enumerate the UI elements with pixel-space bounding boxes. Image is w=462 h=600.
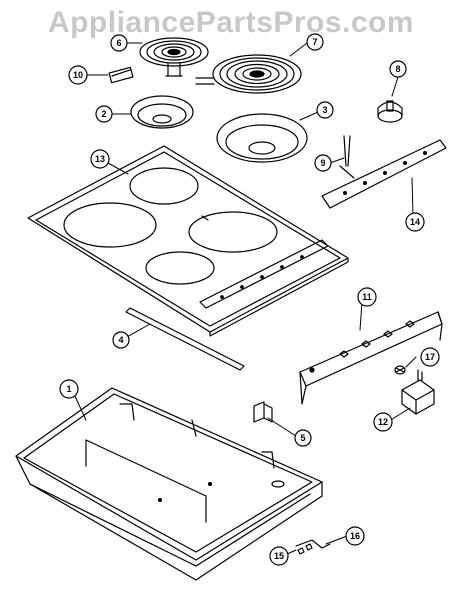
svg-text:10: 10 <box>73 70 83 80</box>
callout-8: 8 <box>389 60 407 78</box>
callout-15: 15 <box>269 546 289 566</box>
svg-text:8: 8 <box>395 64 400 74</box>
callout-11: 11 <box>357 287 377 307</box>
svg-text:7: 7 <box>312 37 317 47</box>
mounting-bracket <box>253 401 273 423</box>
svg-text:3: 3 <box>322 105 327 115</box>
callout-1: 1 <box>59 379 79 399</box>
callout-10: 10 <box>68 65 88 85</box>
svg-text:12: 12 <box>378 417 388 427</box>
large-coil-element <box>195 54 302 94</box>
svg-text:17: 17 <box>425 352 435 362</box>
svg-text:1: 1 <box>66 384 71 394</box>
wire-harness <box>295 539 331 555</box>
callout-5: 5 <box>294 429 312 447</box>
svg-text:5: 5 <box>300 433 305 443</box>
terminal-block <box>108 66 134 84</box>
svg-text:11: 11 <box>362 292 372 302</box>
control-knob <box>377 100 403 123</box>
callout-7: 7 <box>306 33 324 51</box>
control-panel-strip <box>321 139 447 209</box>
knob-spring <box>394 365 406 375</box>
svg-text:6: 6 <box>116 38 121 48</box>
control-bracket <box>299 311 443 405</box>
infinite-switch <box>401 369 435 415</box>
svg-text:4: 4 <box>118 335 123 345</box>
callout-6: 6 <box>110 34 128 52</box>
large-drip-bowl <box>216 113 308 163</box>
trim-strip <box>125 307 245 371</box>
callout-13: 13 <box>90 149 110 169</box>
svg-text:9: 9 <box>320 158 325 168</box>
small-drip-bowl <box>130 95 194 129</box>
callout-9: 9 <box>314 154 332 172</box>
cooktop-top <box>27 145 349 337</box>
callout-17: 17 <box>420 347 440 367</box>
callout-3: 3 <box>316 101 334 119</box>
svg-text:16: 16 <box>350 531 360 541</box>
callout-14: 14 <box>405 212 425 232</box>
callout-2: 2 <box>95 105 113 123</box>
svg-text:2: 2 <box>101 109 106 119</box>
svg-text:15: 15 <box>274 551 284 561</box>
callout-leaders <box>73 42 417 556</box>
callout-4: 4 <box>112 331 130 349</box>
svg-text:13: 13 <box>95 154 105 164</box>
spring-clip <box>339 135 355 179</box>
svg-text:14: 14 <box>410 217 420 227</box>
callout-16: 16 <box>345 526 365 546</box>
callout-12: 12 <box>373 412 393 432</box>
small-coil-element <box>139 37 209 77</box>
